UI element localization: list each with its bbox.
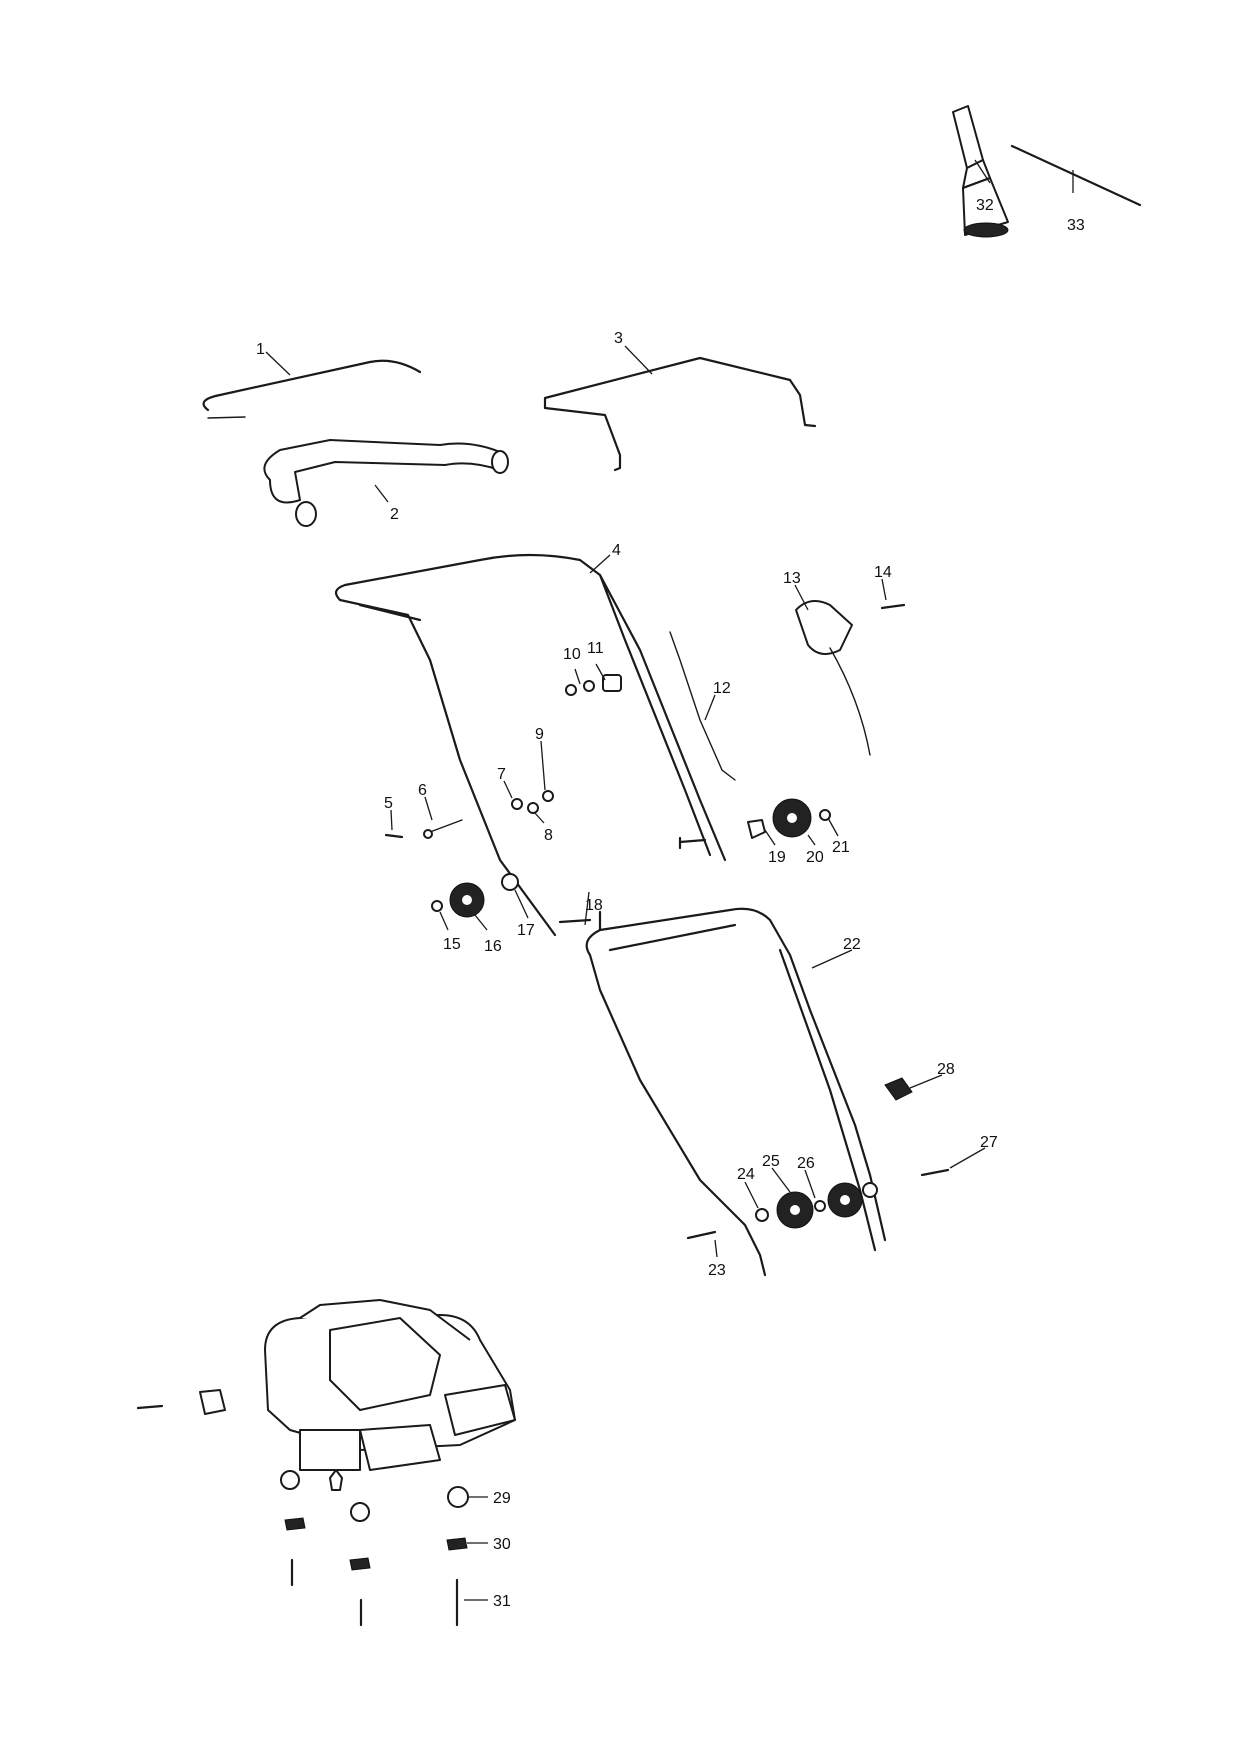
part-2-foam-grip <box>263 439 509 527</box>
part-25-knobs <box>755 1182 878 1229</box>
callout-28: 28 <box>937 1061 955 1078</box>
callout-12: 12 <box>713 680 731 697</box>
callout-7: 7 <box>497 766 506 783</box>
callout-16: 16 <box>484 938 502 955</box>
callout-22: 22 <box>843 936 861 953</box>
callout-21: 21 <box>832 839 850 856</box>
engine-assembly <box>136 1299 516 1627</box>
callout-26: 26 <box>797 1155 815 1172</box>
callout-25: 25 <box>762 1153 780 1170</box>
callout-19: 19 <box>768 849 786 866</box>
callout-29: 29 <box>493 1490 511 1507</box>
part-3-control-bail <box>543 356 817 472</box>
part-28-clip <box>884 1077 913 1101</box>
part-1-upper-bar <box>202 359 422 412</box>
part-4-upper-handle <box>334 553 727 937</box>
callout-17: 17 <box>517 922 535 939</box>
part-20-knob <box>772 798 812 838</box>
part-33-tommy-bar <box>1010 144 1142 207</box>
part-23-bolt <box>686 1230 717 1240</box>
callout-labels: 1 2 3 4 5 6 7 8 9 10 11 12 13 14 15 16 1… <box>256 197 1085 1610</box>
callout-15: 15 <box>443 936 461 953</box>
part-16-knob <box>449 882 485 918</box>
callout-18: 18 <box>585 897 603 914</box>
part-32-plug-wrench <box>952 105 1009 238</box>
callout-31: 31 <box>493 1593 511 1610</box>
leader-lines <box>265 159 1074 1601</box>
callout-1: 1 <box>256 341 265 358</box>
part-22-lower-handle <box>585 907 887 1277</box>
callout-9: 9 <box>535 726 544 743</box>
callout-23: 23 <box>708 1262 726 1279</box>
callout-30: 30 <box>493 1536 511 1553</box>
callout-13: 13 <box>783 570 801 587</box>
part-13-throttle-lever <box>795 600 871 756</box>
callout-11: 11 <box>587 640 604 657</box>
callout-3: 3 <box>614 330 623 347</box>
callout-14: 14 <box>874 564 892 581</box>
callout-5: 5 <box>384 795 393 812</box>
part-14-screw <box>880 603 906 610</box>
callout-20: 20 <box>806 849 824 866</box>
fasteners-left <box>384 674 831 932</box>
part-27-bolt <box>920 1168 950 1177</box>
part-12-cable <box>669 631 736 781</box>
callout-4: 4 <box>612 542 621 559</box>
callout-2: 2 <box>390 506 399 523</box>
callout-32: 32 <box>976 197 994 214</box>
callout-10: 10 <box>563 646 581 663</box>
callout-8: 8 <box>544 827 553 844</box>
callout-24: 24 <box>737 1166 755 1183</box>
callout-33: 33 <box>1067 217 1085 234</box>
callout-27: 27 <box>980 1134 998 1151</box>
callout-6: 6 <box>418 782 427 799</box>
